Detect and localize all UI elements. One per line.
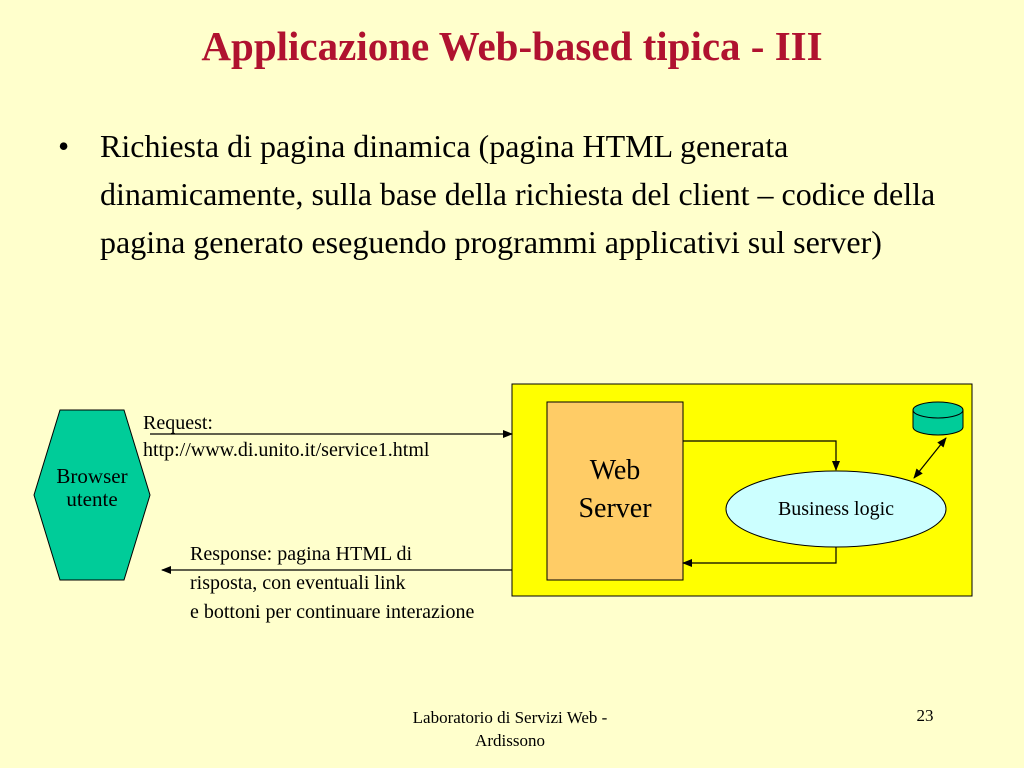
footer: Laboratorio di Servizi Web - Ardissono: [370, 706, 650, 752]
call-arrow: [683, 440, 840, 471]
request-label-line1: Request:: [143, 412, 213, 434]
page-number: 23: [916, 706, 934, 725]
return-arrow: [682, 547, 837, 567]
response-label-line2: risposta, con eventuali link: [190, 572, 406, 594]
browser-label-line2: utente: [66, 487, 118, 511]
database-icon: [912, 401, 964, 436]
slide-title: Applicazione Web-based tipica - III: [201, 23, 823, 69]
footer-line2: Ardissono: [475, 731, 545, 750]
web-server-label: Web Server: [547, 452, 683, 528]
bullet-marker: •: [58, 128, 70, 164]
web-server-node: [546, 401, 684, 581]
browser-label-line1: Browser: [56, 464, 128, 488]
db-arrow: [913, 437, 947, 479]
response-label-line3: e bottoni per continuare interazione: [190, 601, 475, 623]
request-url: http://www.di.unito.it/service1.html: [143, 439, 430, 461]
response-label-line1: Response: pagina HTML di: [190, 543, 413, 565]
request-label: Request: http://www.di.unito.it/service1…: [143, 410, 429, 464]
browser-node: [33, 409, 151, 581]
footer-line1: Laboratorio di Servizi Web -: [412, 708, 608, 727]
web-server-label-line2: Server: [578, 493, 652, 524]
response-label: Response: pagina HTML di risposta, con e…: [190, 540, 474, 627]
web-server-label-line1: Web: [589, 455, 641, 486]
business-logic-label: Business logic: [777, 498, 895, 520]
browser-label: Browser utente: [34, 465, 150, 511]
bullet-text: Richiesta di pagina dinamica (pagina HTM…: [100, 128, 936, 260]
